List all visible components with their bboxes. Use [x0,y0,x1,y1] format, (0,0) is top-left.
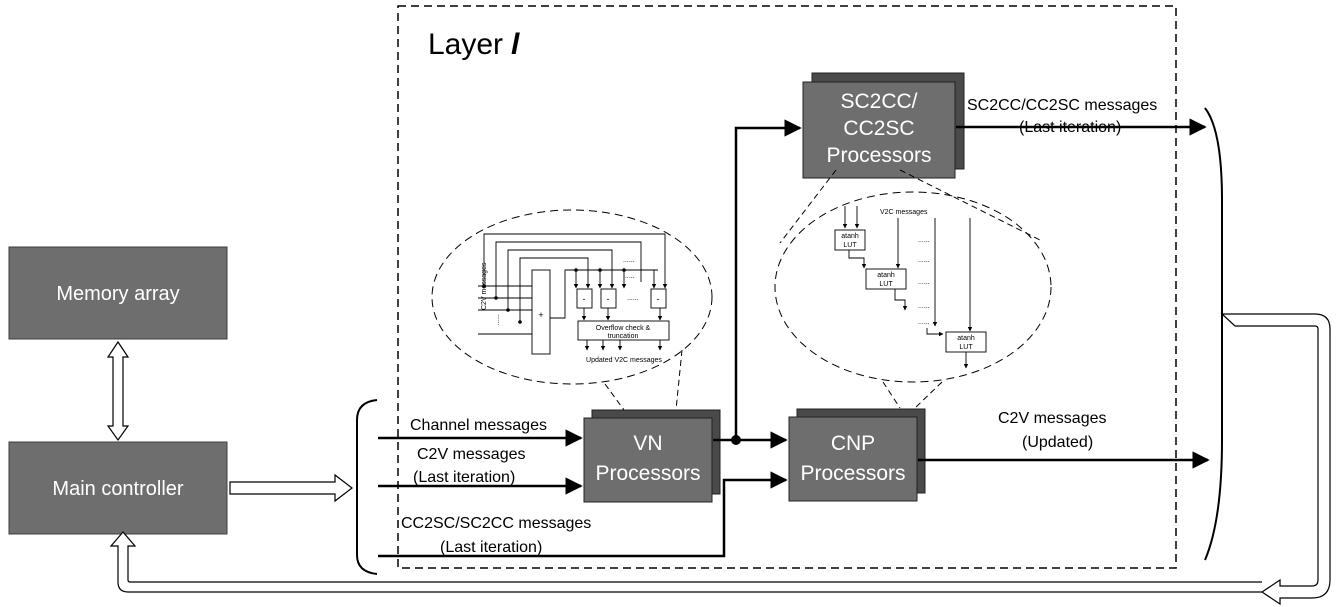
svg-text:......: ...... [918,303,930,310]
c2v-output-label-1: C2V messages [998,410,1107,427]
svg-text:-: - [607,294,610,304]
svg-text:-: - [583,294,586,304]
memory-array-block [8,246,228,340]
svg-text:......: ...... [918,257,930,264]
svg-text:C2V messages: C2V messages [481,262,488,310]
sc2cc-processors-block [802,81,956,179]
vn-detail-zoom: + - - - Overflow check & truncation Upda… [431,209,713,411]
vn-to-sc2cc-arrow [734,119,802,440]
sc2cc-label-3: Processors [826,144,931,167]
output-bracket [1204,107,1223,561]
vn-label-1: VN [633,432,662,455]
svg-text:LUT: LUT [843,242,857,249]
main-controller-label: Main controller [52,478,184,500]
svg-text:Updated V2C messages: Updated V2C messages [586,357,662,364]
cnp-detail-zoom: atanh LUT atanh LUT atanh LUT V2C messag… [774,169,1052,409]
svg-text:LUT: LUT [879,281,893,288]
cnp-label-1: CNP [831,432,875,455]
memory-array-label: Memory array [56,283,179,305]
svg-text:+: + [538,310,543,320]
svg-text:......: ...... [623,273,635,280]
svg-text:......: ...... [918,237,930,244]
sc2cc-output-label-2: (Last iteration) [1019,119,1121,136]
feedback-bottom-hollow-path [109,531,1262,593]
layer-boundary [397,5,1177,569]
cc2sc-input-label-2: (Last iteration) [440,539,542,556]
controller-to-layer-hollow-arrow [229,473,353,503]
vn-label-2: Processors [595,462,700,485]
vn-processors-block [583,417,713,503]
sc2cc-label-1: SC2CC/ [840,90,917,113]
svg-text:......: ...... [627,295,639,302]
cc2sc-input-arrow [378,471,788,558]
svg-text:V2C messages: V2C messages [880,209,928,216]
svg-text:......: ...... [623,257,635,264]
feedback-hollow-loop [1220,313,1331,606]
svg-text:Overflow check &: Overflow check & [596,325,651,332]
svg-text:truncation: truncation [608,333,639,340]
svg-text:atanh: atanh [841,233,859,240]
cnp-processors-block [788,416,918,502]
channel-messages-label: Channel messages [410,417,547,434]
svg-text:atanh: atanh [877,272,895,279]
svg-text:-: - [657,294,660,304]
memory-controller-hollow-arrow [106,340,130,442]
main-controller-block [8,441,228,535]
cnp-label-2: Processors [800,462,905,485]
svg-text:......: ...... [918,279,930,286]
svg-text:atanh: atanh [957,335,975,342]
svg-text:LUT: LUT [959,344,973,351]
cc2sc-input-label-1: CC2SC/SC2CC messages [401,515,591,532]
svg-text:......: ...... [918,319,930,326]
sc2cc-output-label-1: SC2CC/CC2SC messages [967,97,1157,114]
sc2cc-label-2: CC2SC [843,117,914,140]
svg-text:......: ...... [496,314,503,326]
c2v-input-label-2: (Last iteration) [413,469,515,486]
c2v-input-label-1: C2V messages [417,446,526,463]
c2v-output-label-2: (Updated) [1022,434,1093,451]
input-bracket [356,399,378,575]
